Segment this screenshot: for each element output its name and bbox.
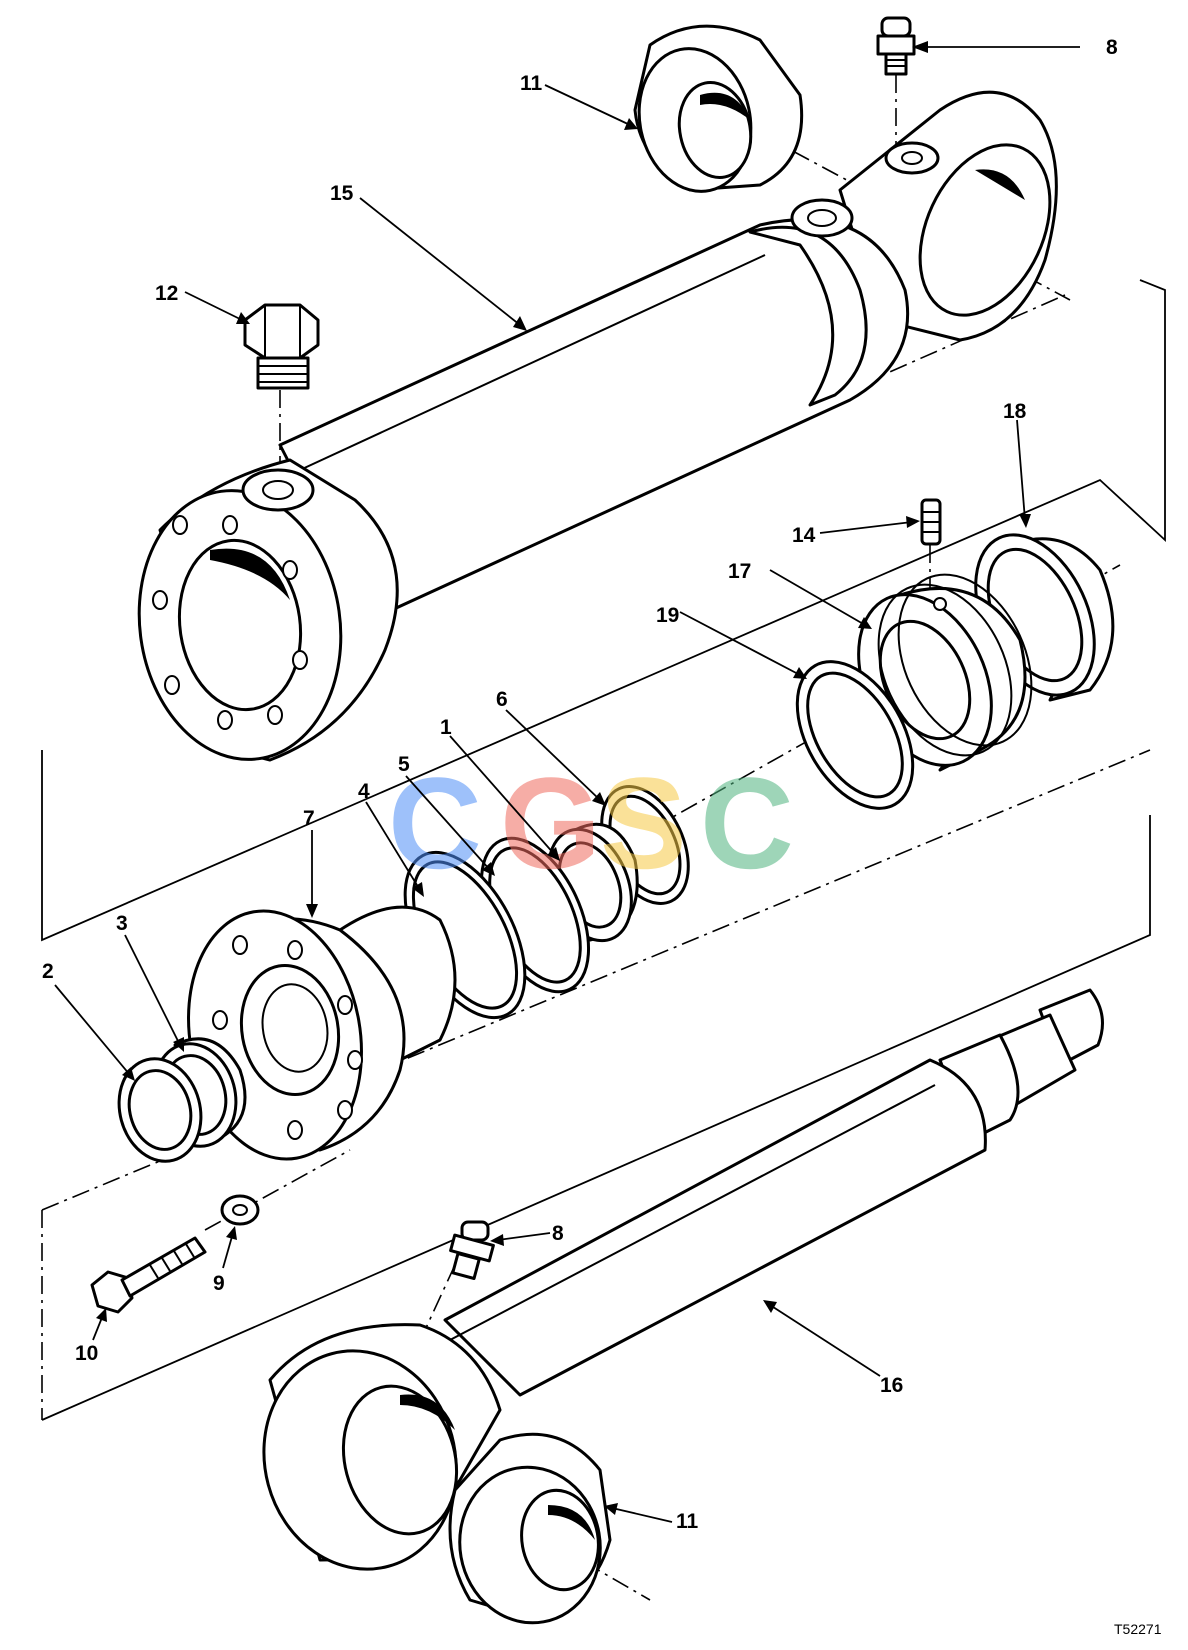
leader-lines [54,41,1080,1523]
cylinder-barrel [137,90,1058,762]
grease-fitting-top [876,16,916,76]
bushing-bottom [448,1432,612,1625]
callout-7: 7 [303,807,315,830]
callout-labels: 1 2 3 4 5 6 7 8 8 9 10 11 11 12 14 15 16… [42,36,1118,1533]
watermark-letter-3: S [600,750,687,896]
watermark: C G S C [388,750,794,896]
callout-10: 10 [75,1342,98,1365]
callout-14: 14 [792,524,816,547]
plug [243,303,320,390]
callout-8-top: 8 [1106,36,1118,59]
callout-1: 1 [440,716,452,739]
callout-19: 19 [656,604,679,627]
callout-4: 4 [358,780,370,803]
figure-code: T52271 [1114,1621,1162,1637]
callout-11-bottom: 11 [676,1510,699,1533]
callout-16: 16 [880,1374,903,1397]
wiper-2 [117,1057,203,1163]
watermark-letter-1: C [388,750,482,896]
watermark-letter-4: C [700,750,794,896]
callout-18: 18 [1003,400,1027,423]
piston [857,573,1033,772]
cylinder-head [187,905,457,1161]
bushing-top [633,24,804,193]
watermark-letter-2: G [500,750,601,896]
callout-8-rod: 8 [552,1222,564,1245]
callout-6: 6 [496,688,508,711]
piston-rod [262,988,1104,1571]
callout-12: 12 [155,282,178,305]
ring-1 [547,822,639,943]
callout-3: 3 [116,912,128,935]
callout-9: 9 [213,1272,225,1295]
washer [220,1194,260,1226]
callout-17: 17 [728,560,751,583]
callout-5: 5 [398,753,410,776]
grease-fitting-rod [449,1220,495,1281]
callout-11-top: 11 [520,72,543,95]
set-screw [920,498,942,546]
piston-seal [795,660,915,810]
callout-15: 15 [330,182,354,205]
bolt [90,1236,207,1314]
callout-2: 2 [42,960,54,983]
